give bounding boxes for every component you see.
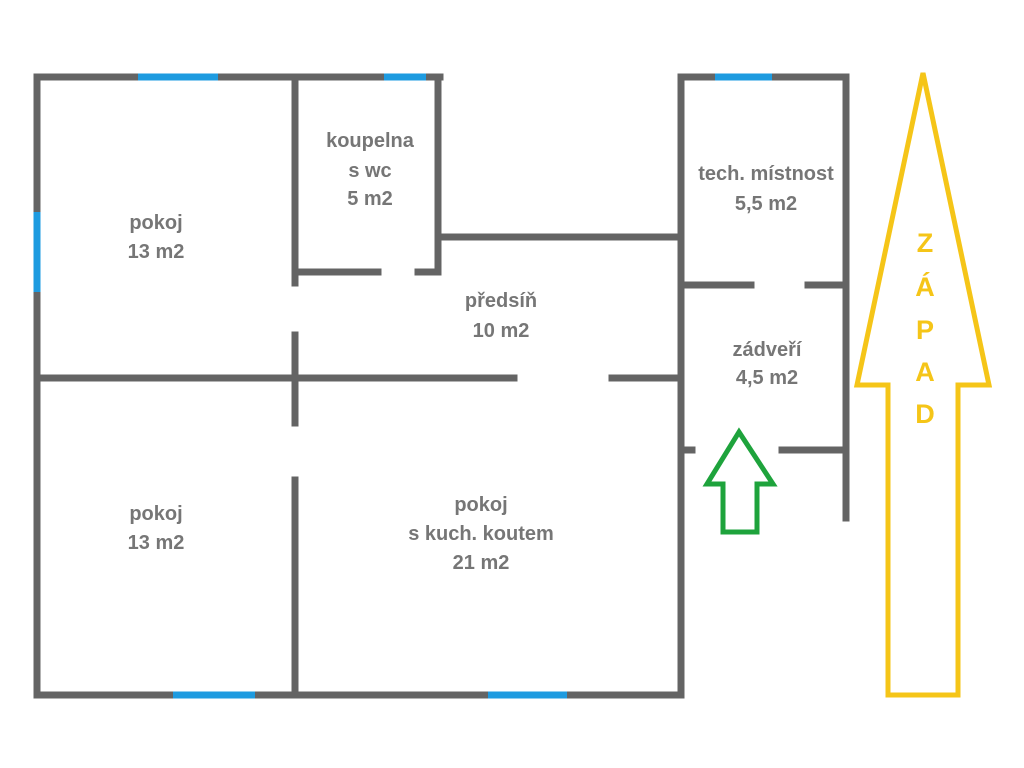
room-predsin: předsíň 10 m2: [465, 290, 537, 342]
room-pokoj-bottom-left: pokoj 13 m2: [128, 503, 185, 554]
room-zadveri: zádveří 4,5 m2: [733, 339, 803, 389]
room-area: 4,5 m2: [736, 367, 798, 389]
room-name: zádveří: [733, 339, 803, 361]
room-name: předsíň: [465, 290, 537, 312]
room-area: 13 m2: [128, 532, 185, 554]
entrance-arrow-icon: [702, 427, 778, 535]
compass-letter: D: [915, 399, 935, 429]
room-area: 21 m2: [453, 552, 510, 574]
room-pokoj-kuchyn: pokoj s kuch. koutem 21 m2: [408, 494, 554, 574]
compass-letter: Z: [917, 228, 934, 258]
compass-letter: P: [916, 315, 934, 345]
room-area: 13 m2: [128, 241, 185, 263]
compass-arrow-icon: [853, 72, 993, 698]
compass-label: Z Á P A D: [915, 228, 935, 429]
room-name: pokoj: [129, 212, 182, 234]
room-name: tech. místnost: [698, 163, 834, 185]
room-area: 5 m2: [347, 188, 393, 210]
room-subtitle: s wc: [348, 160, 391, 182]
room-name: pokoj: [129, 503, 182, 525]
room-subtitle: s kuch. koutem: [408, 523, 554, 545]
room-pokoj-top-left: pokoj 13 m2: [128, 212, 185, 263]
room-tech-mistnost: tech. místnost 5,5 m2: [698, 163, 834, 215]
room-area: 5,5 m2: [735, 193, 797, 215]
room-koupelna: koupelna s wc 5 m2: [326, 130, 415, 210]
compass-letter: A: [915, 357, 935, 387]
room-name: pokoj: [454, 494, 507, 516]
room-name: koupelna: [326, 130, 415, 152]
room-area: 10 m2: [473, 320, 530, 342]
compass-letter: Á: [915, 271, 935, 302]
windows: [33, 73, 772, 699]
